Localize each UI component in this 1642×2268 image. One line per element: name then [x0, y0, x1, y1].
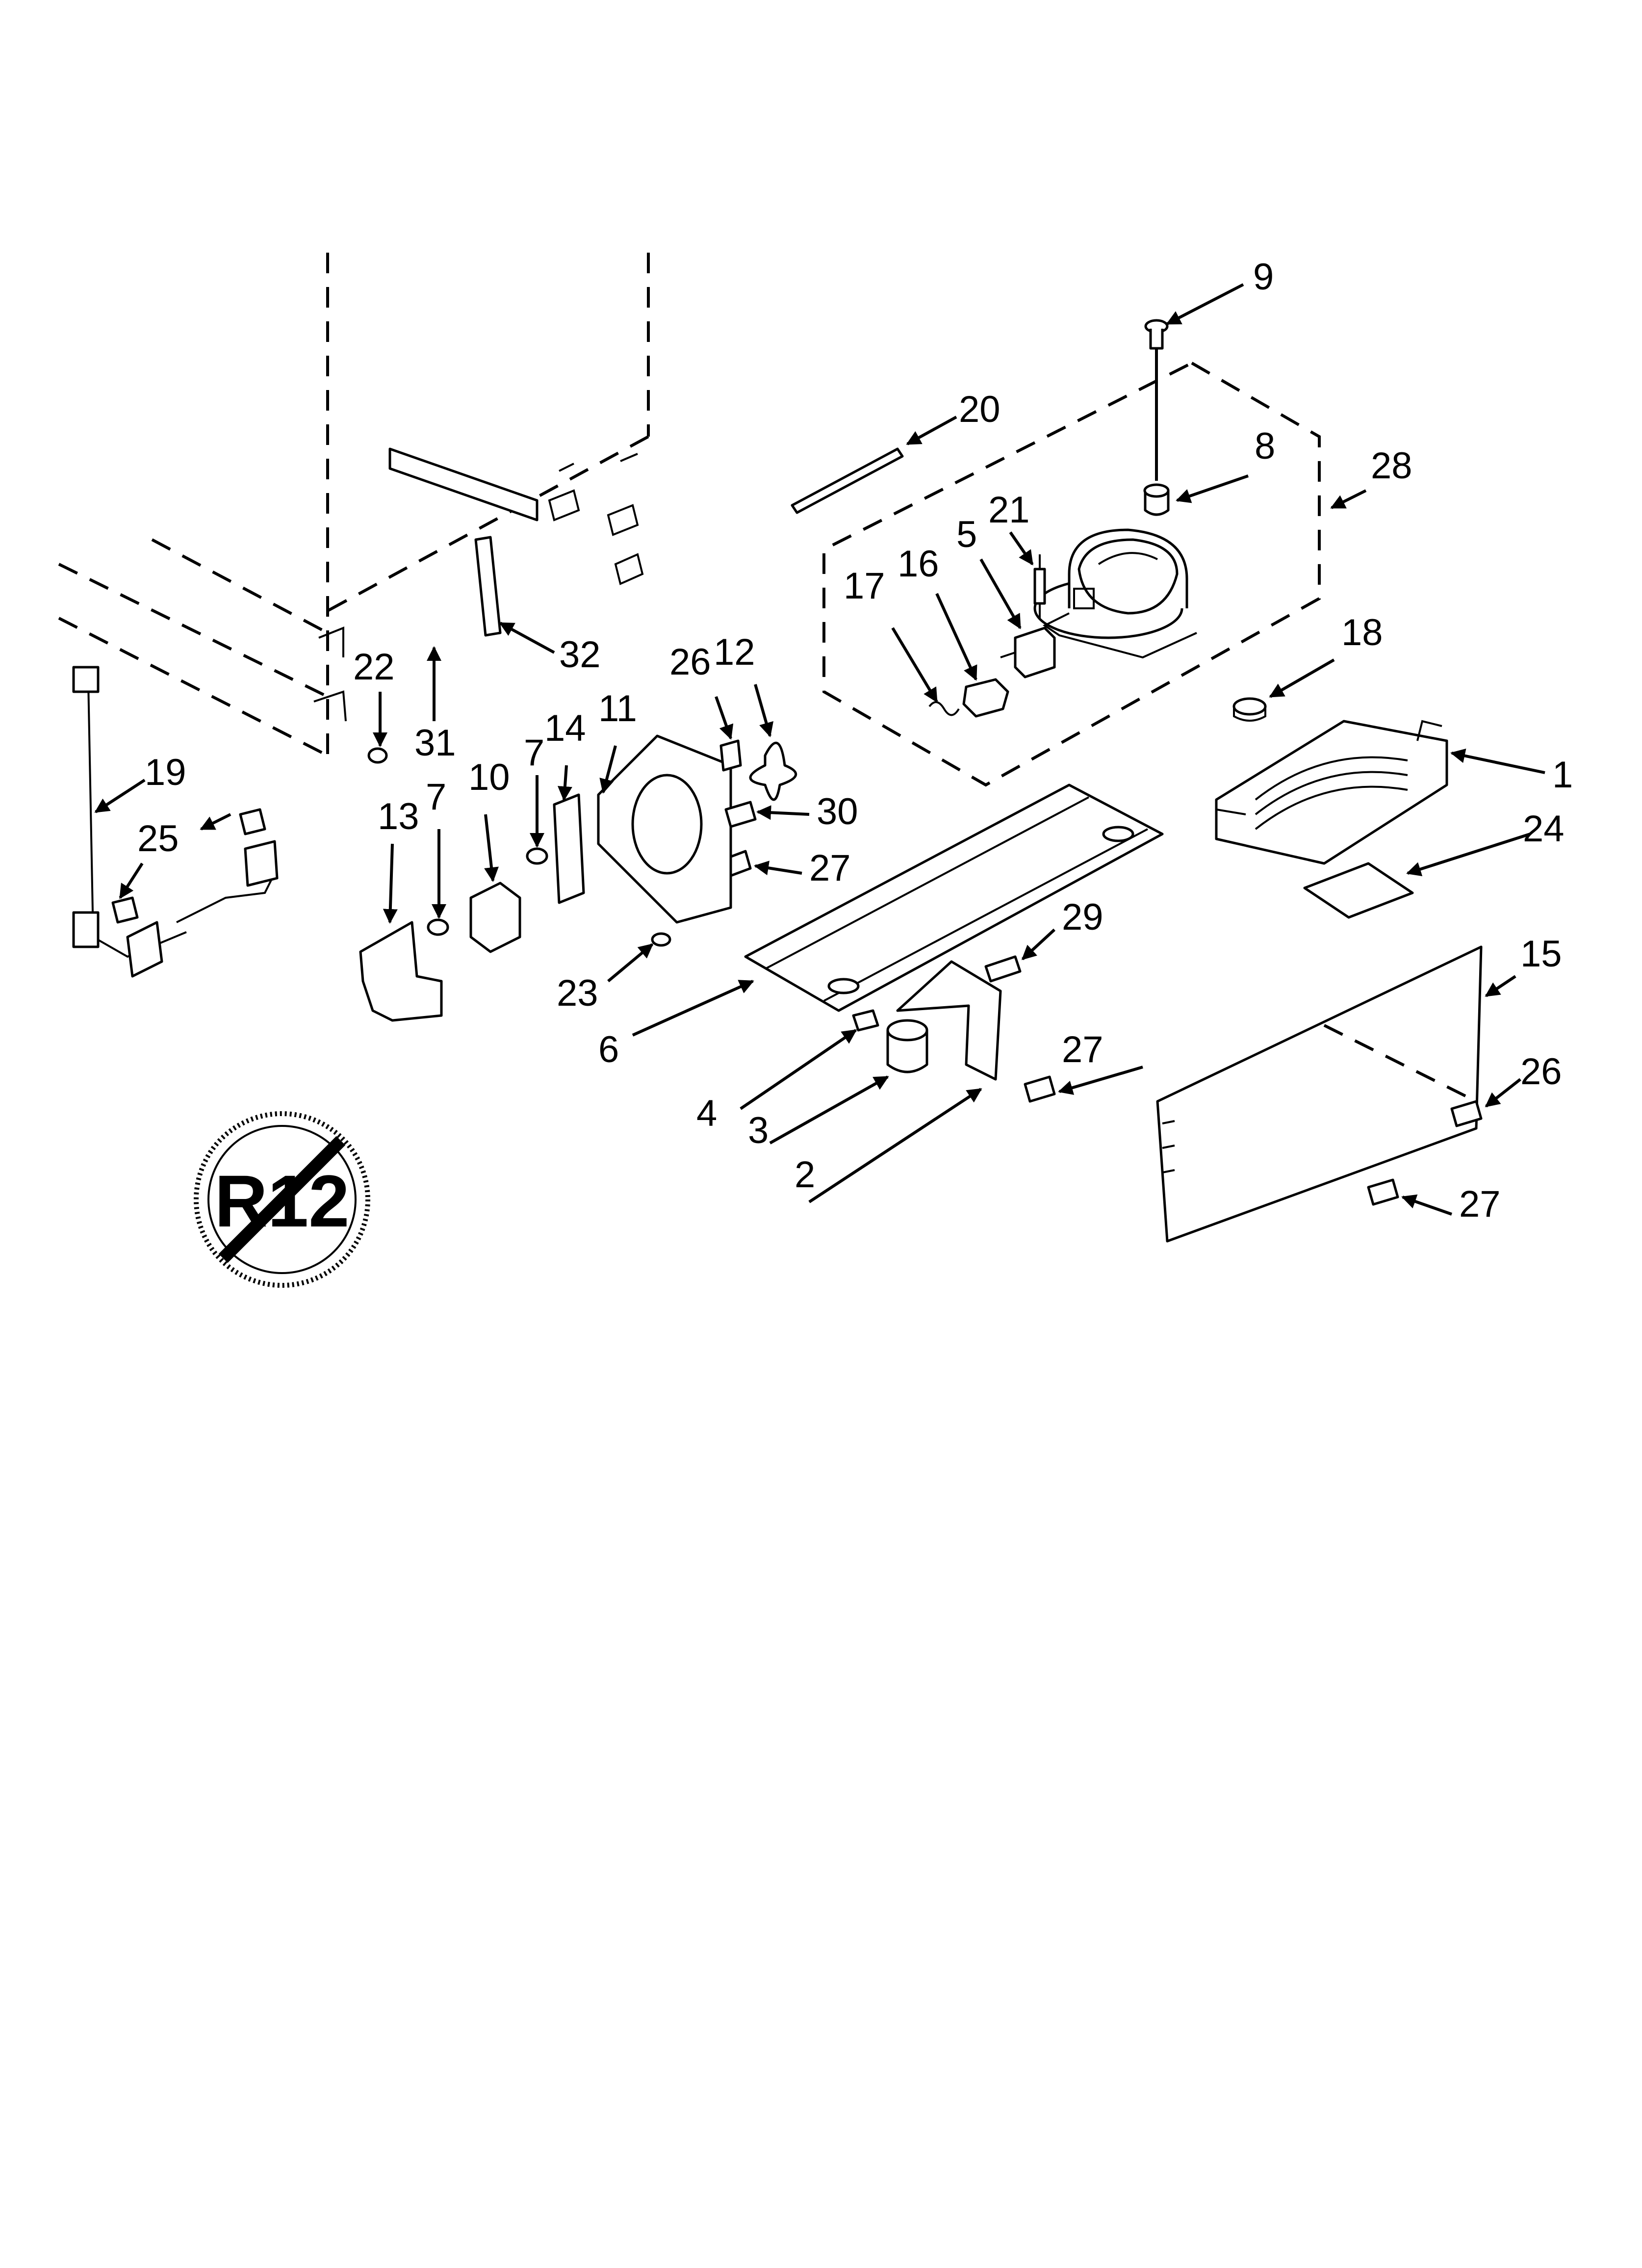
grommet-small-part	[1232, 697, 1267, 722]
leader-lines	[94, 283, 1545, 1216]
screw-part-30	[724, 801, 757, 828]
part-label-13: 13	[378, 796, 419, 837]
part-label-26a: 26	[669, 641, 711, 683]
dryer-part	[1033, 554, 1046, 618]
tube-part	[791, 447, 904, 514]
capacitor-part	[886, 1019, 928, 1073]
part-label-29: 29	[1062, 896, 1103, 938]
drain-pan-part	[1215, 720, 1448, 865]
bushing-part-b	[427, 918, 449, 936]
screw-part-26a	[719, 739, 742, 772]
screw-part-27c	[1367, 1178, 1399, 1206]
part-label-7a: 7	[524, 732, 544, 774]
grommet-part	[1143, 483, 1170, 516]
part-label-24: 24	[1523, 808, 1565, 850]
relay-part	[1000, 626, 1056, 678]
part-label-7b: 7	[426, 776, 446, 818]
part-label-32: 32	[559, 634, 601, 676]
part-label-17: 17	[844, 565, 885, 607]
fan-blade-part	[749, 741, 797, 801]
part-label-12: 12	[714, 631, 755, 673]
part-label-14: 14	[544, 707, 586, 749]
part-label-19: 19	[145, 752, 186, 793]
mounting-bracket-part	[896, 960, 1002, 1081]
clip-part-23	[651, 932, 671, 947]
part-label-18: 18	[1341, 612, 1383, 653]
part-label-27a: 27	[809, 847, 851, 889]
part-label-6: 6	[598, 1029, 619, 1070]
plug-part-22	[367, 747, 388, 764]
part-label-23: 23	[557, 972, 598, 1014]
part-label-25: 25	[137, 818, 179, 860]
part-label-27b: 27	[1062, 1029, 1103, 1070]
screw-part-26b	[1450, 1100, 1483, 1127]
fan-bracket-part	[553, 793, 585, 904]
part-label-8: 8	[1255, 425, 1275, 467]
bolt-part	[1144, 319, 1169, 481]
pad-part	[1303, 862, 1414, 919]
part-label-26b: 26	[1520, 1051, 1562, 1093]
timer-part	[469, 882, 521, 953]
channel-part	[388, 447, 539, 521]
part-label-30: 30	[817, 791, 858, 833]
part-label-28: 28	[1371, 445, 1412, 487]
part-labels: 9 20 8 28 21 5 16 17 18 1 24 15 26 27 27…	[137, 256, 1573, 1225]
part-label-16: 16	[898, 543, 939, 585]
part-label-5: 5	[956, 514, 977, 555]
compressor-compartment-outline	[822, 361, 1321, 787]
clip-part	[928, 701, 960, 716]
power-cord-part	[72, 666, 279, 978]
overload-part	[962, 678, 1009, 718]
screw-part-27b	[1024, 1075, 1056, 1103]
screw-part-4	[852, 1009, 879, 1032]
cabinet-outline	[58, 253, 650, 765]
screw-part-29	[984, 955, 1022, 983]
part-label-3: 3	[748, 1110, 769, 1151]
part-label-1: 1	[1552, 754, 1573, 796]
part-label-15: 15	[1520, 933, 1562, 975]
screw-part-25b	[239, 808, 266, 835]
part-label-9: 9	[1253, 256, 1274, 298]
timer-bracket-part	[359, 921, 443, 1022]
part-label-22: 22	[353, 646, 395, 688]
base-rail-part	[744, 783, 1164, 1012]
fan-shroud-part	[597, 734, 732, 924]
part-label-31: 31	[414, 722, 456, 764]
part-label-27c: 27	[1459, 1183, 1501, 1225]
part-label-20: 20	[959, 389, 1001, 430]
screw-part-25	[111, 896, 139, 924]
part-label-2: 2	[795, 1154, 815, 1196]
bushing-part-a	[526, 847, 548, 865]
strip-part	[474, 536, 502, 637]
cabinet-fittings	[313, 453, 644, 722]
part-label-10: 10	[468, 756, 510, 798]
part-label-11: 11	[598, 688, 637, 730]
access-panel-part	[1156, 945, 1483, 1243]
part-label-21: 21	[988, 489, 1030, 531]
compressor-part	[1033, 528, 1197, 659]
no-r12-emblem: R12	[194, 1111, 370, 1288]
part-label-4: 4	[696, 1093, 717, 1134]
